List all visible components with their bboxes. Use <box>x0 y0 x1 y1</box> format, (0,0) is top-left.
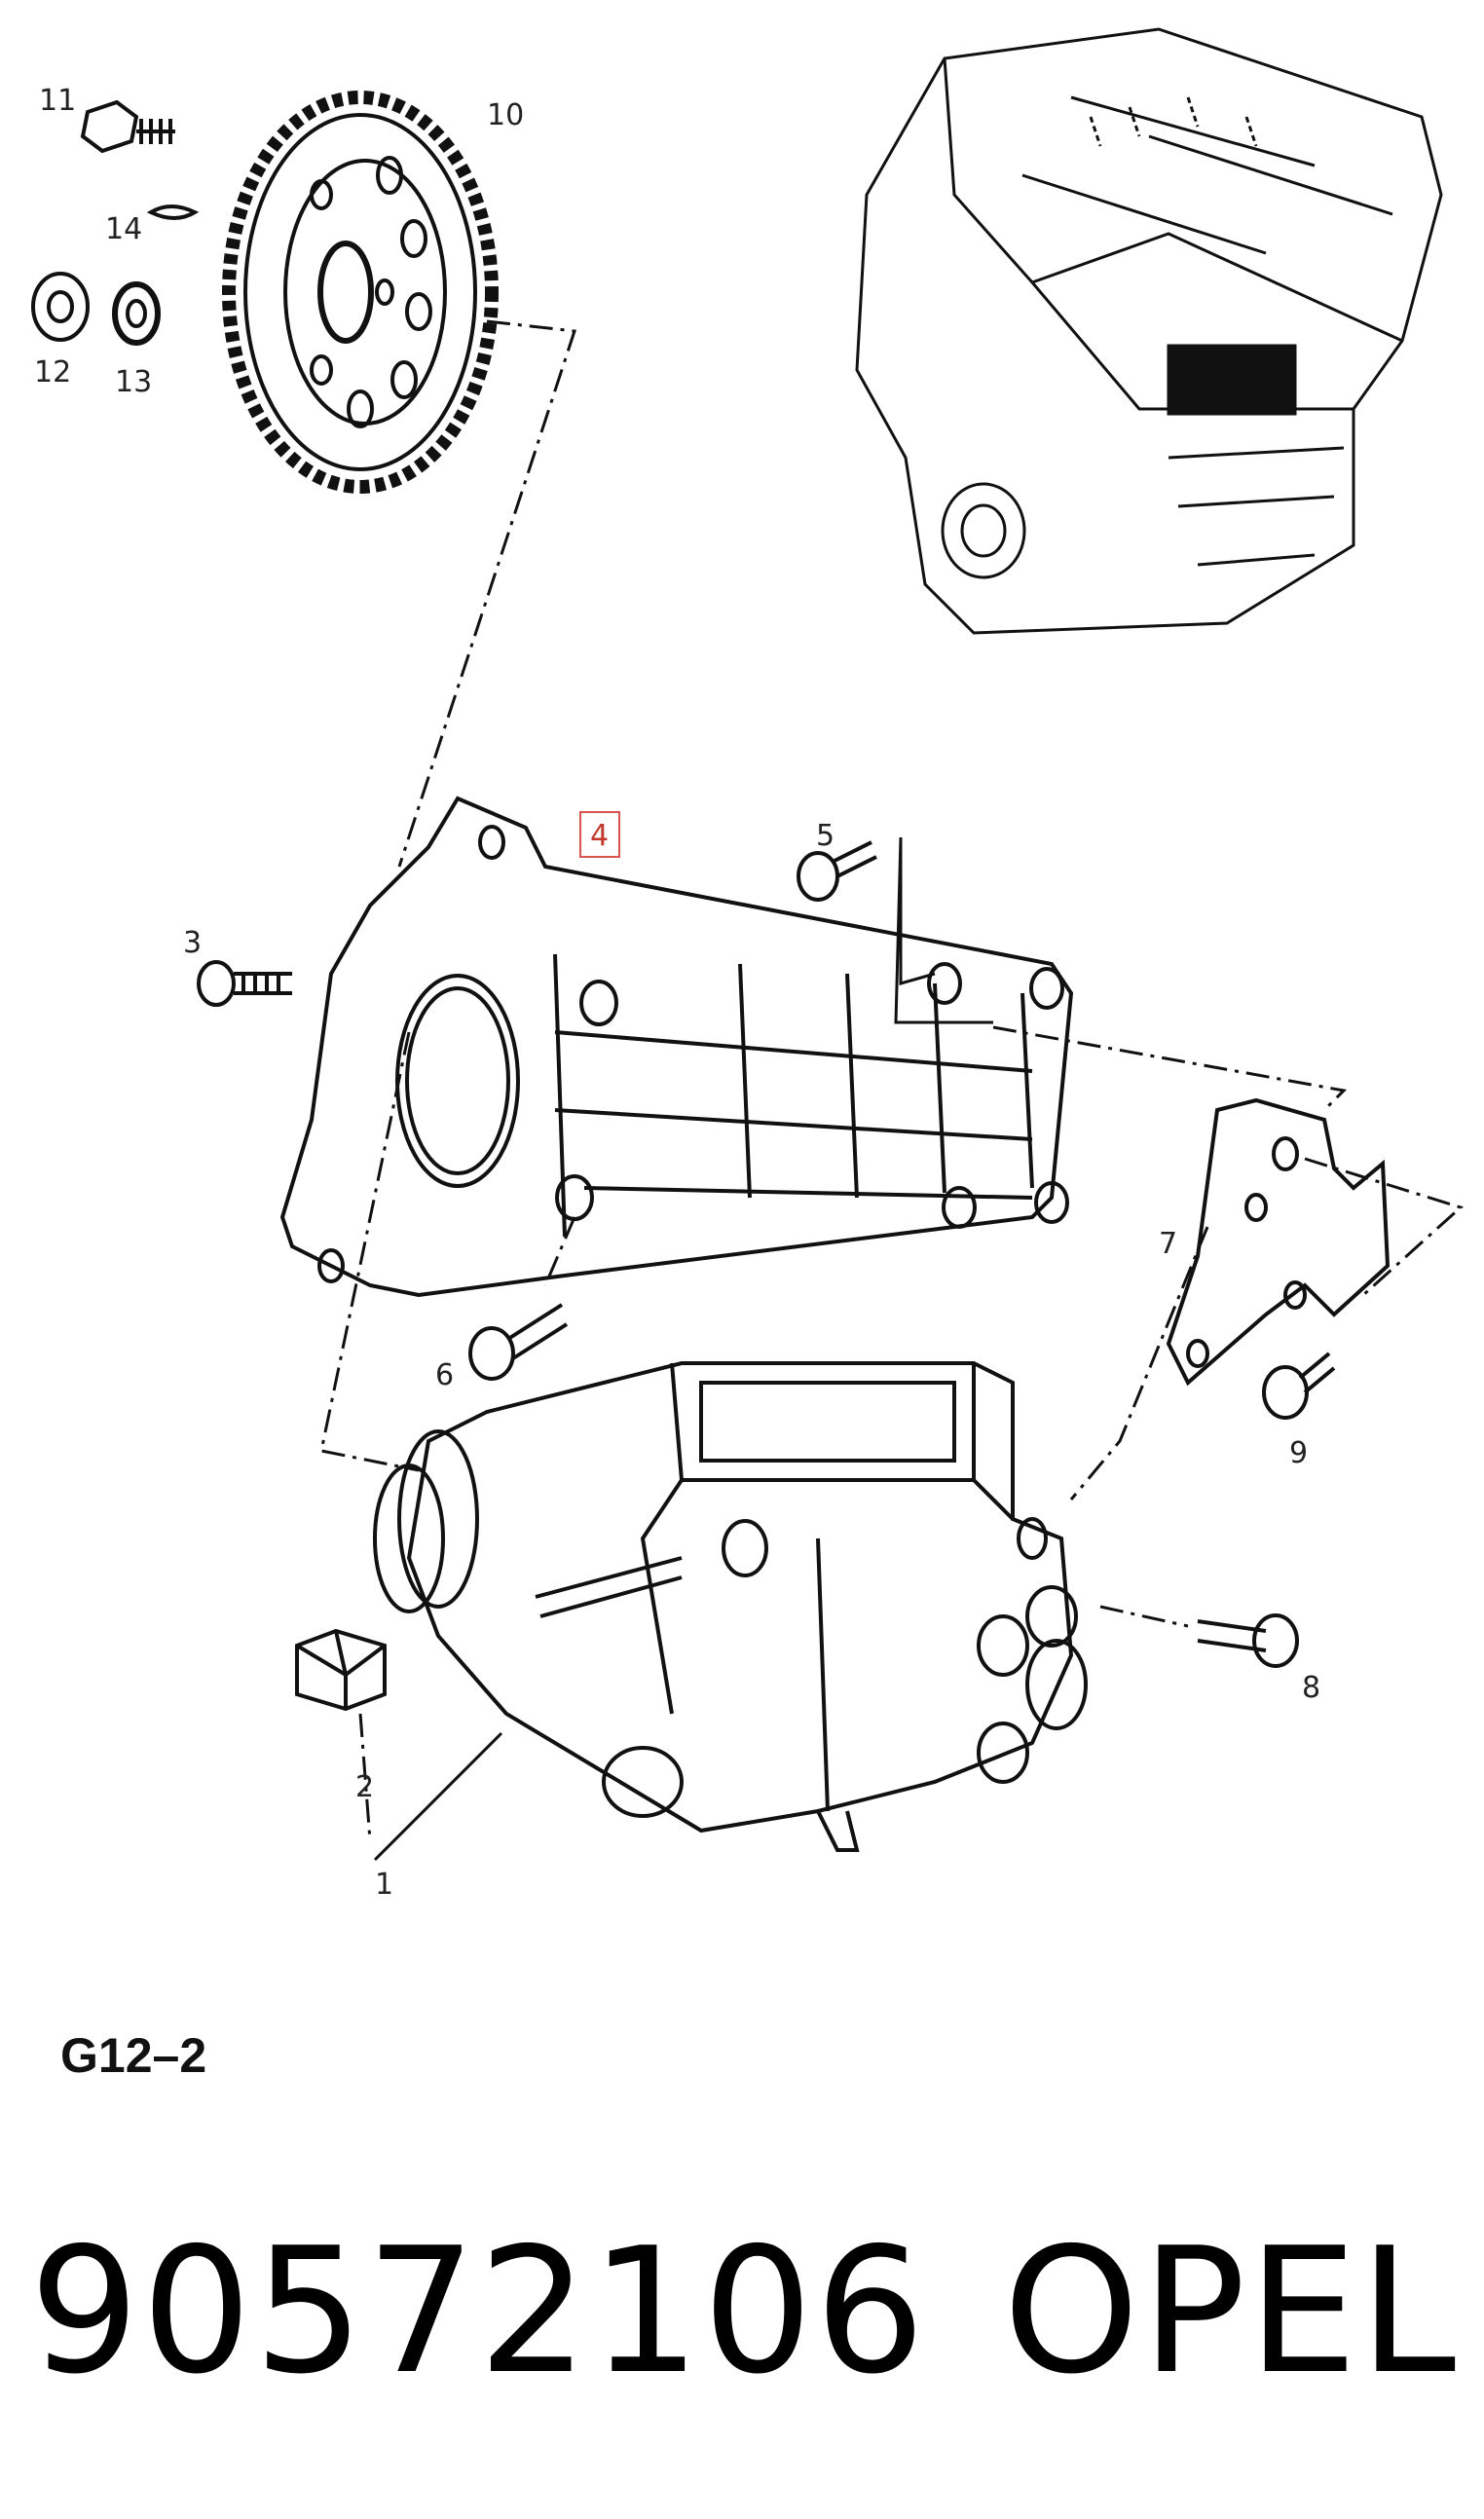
callout-7: 7 <box>1159 1227 1177 1261</box>
cap-nut-drawing <box>295 1628 387 1712</box>
sprocket-drawing <box>222 91 499 494</box>
callout-14: 14 <box>105 212 142 246</box>
callout-1: 1 <box>375 1868 393 1902</box>
small-parts-drawing <box>31 99 200 346</box>
callout-4-highlight-box <box>579 811 620 858</box>
callout-13: 13 <box>115 365 152 399</box>
engine-location-thumbnail <box>855 27 1443 635</box>
reference-lines <box>319 319 1464 1862</box>
callout-3: 3 <box>183 926 202 960</box>
callout-5: 5 <box>816 819 835 853</box>
part-number: 90572106 <box>29 2210 927 2412</box>
callout-9: 9 <box>1289 1436 1308 1470</box>
callout-4: 4 <box>590 819 609 853</box>
highlighted-region-marker <box>1167 344 1297 416</box>
exploded-parts-diagram: 11 10 14 12 13 4 5 3 7 6 9 8 2 1 <box>31 27 1464 1902</box>
bolts-drawing <box>197 840 1336 1668</box>
small-bracket-drawing <box>1166 1097 1391 1387</box>
callout-10: 10 <box>487 98 524 132</box>
injection-pump-drawing <box>373 1361 1088 1852</box>
callout-2: 2 <box>355 1770 374 1804</box>
callout-8: 8 <box>1302 1671 1320 1705</box>
callout-6: 6 <box>435 1358 454 1392</box>
bracket-plate-drawing <box>279 796 1074 1298</box>
callout-11: 11 <box>39 84 76 118</box>
sheet-code: G12–2 <box>60 2028 207 2083</box>
brand-name: OPEL <box>1003 2210 1459 2412</box>
callout-12: 12 <box>34 355 71 389</box>
